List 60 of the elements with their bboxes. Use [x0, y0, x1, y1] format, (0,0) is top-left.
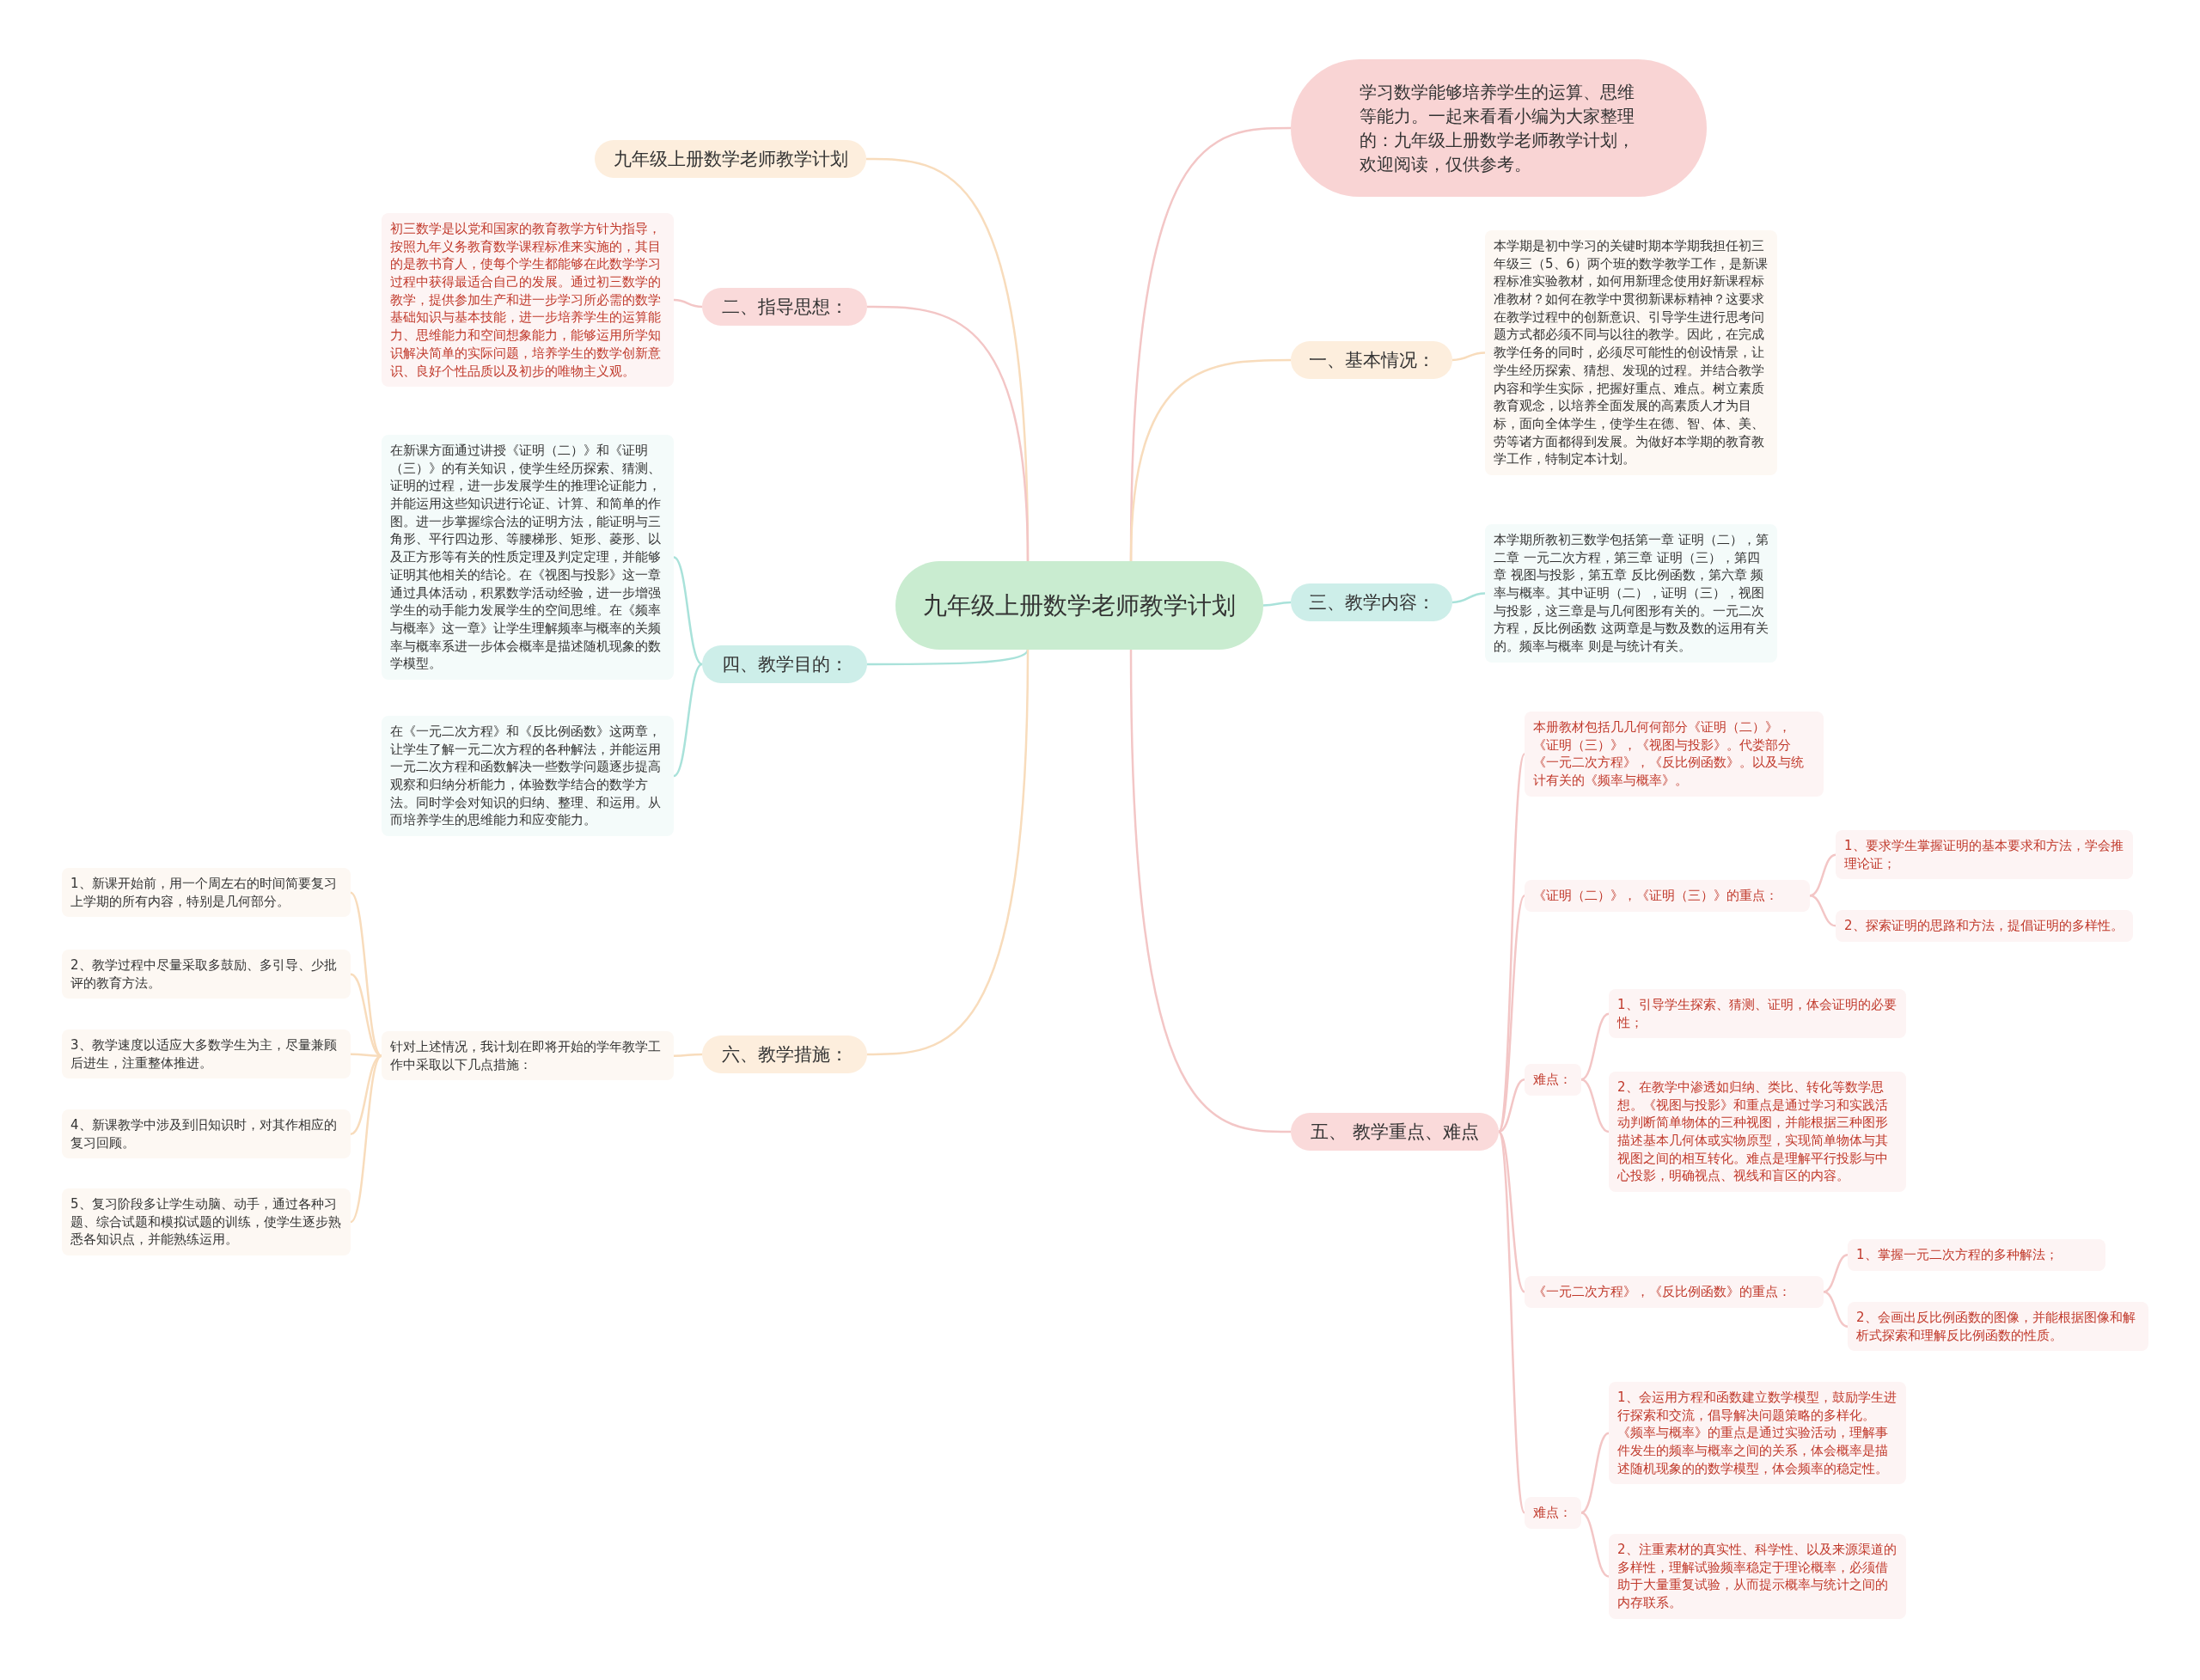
intro-bubble: 学习数学能够培养学生的运算、思维等能力。一起来看看小编为大家整理的：九年级上册数学老师教学计划，欢迎阅读，仅供参考。: [1291, 59, 1707, 197]
branch-topic: 九年级上册数学老师教学计划: [595, 140, 866, 178]
connector-line: [1129, 358, 1291, 562]
text-card: 2、教学过程中尽量采取多鼓励、多引导、少批评的教育方法。: [62, 950, 351, 999]
connector-line: [867, 649, 1030, 666]
text-card: 2、探索证明的思路和方法，提倡证明的多样性。: [1836, 910, 2133, 942]
connector-line: [867, 649, 1030, 1056]
connector-line: [1809, 895, 1836, 927]
text-card: 5、复习阶段多让学生动脑、动手，通过各种习题、综合试题和模拟试题的训练，使学生逐步熟悉各知识点，并能熟练运用。: [62, 1188, 351, 1256]
branch-topic: 三、教学内容：: [1291, 583, 1452, 621]
text-card: 4、新课教学中涉及到旧知识时，对其作相应的复习回顾。: [62, 1109, 351, 1159]
text-card: 在新课方面通过讲授《证明（二）》和《证明（三）》的有关知识，使学生经历探索、猜测、证明的过程，进一步发展学生的推理论证能力，并能运用这些知识进行论证、计算、和简单的作图。进一步掌握综合法的证明方法，能证明与三角形、平行四边形、等腰梯形、矩形、菱形、以及正方形等有关的性质定理及判定定理，并能够证明其他相关的结论。在《视图与投影》这一章通过具体活动，积累数学活动经验，进一步增强学生的动手能力发展学生的空间思维。在《频率与概率》这一章》让学生理解频率与概率的关频率与概率系进一步体会概率是描述随机现象的数学模型。: [382, 435, 674, 680]
connector-line: [1580, 1012, 1610, 1081]
branch-topic: 六、教学措施：: [702, 1035, 867, 1073]
text-card: 针对上述情况，我计划在即将开始的学年教学工作中采取以下几点措施：: [382, 1031, 674, 1081]
text-card: 1、要求学生掌握证明的基本要求和方法，学会推理论证；: [1836, 830, 2133, 880]
connector-line: [351, 1053, 382, 1057]
text-card: 难点：: [1525, 1064, 1581, 1096]
text-card: 《一元二次方程》，《反比例函数》的重点：: [1525, 1276, 1824, 1308]
connector-line: [1129, 650, 1291, 1133]
text-card: 1、会运用方程和函数建立数学模型，鼓励学生进行探索和交流，倡导解决问题策略的多样化。《频率与概率》的重点是通过实验活动，理解事件发生的频率与概率之间的关系，体会概率是描述随机现象的的数学模型，体会频率的稳定性。: [1609, 1382, 1906, 1485]
connector-line: [674, 1053, 702, 1057]
connector-line: [673, 556, 703, 666]
connector-line: [1580, 1512, 1610, 1578]
connector-line: [673, 663, 703, 778]
text-card: 2、会画出反比例函数的图像，并能根据图像和解析式探索和理解反比例函数的性质。: [1848, 1302, 2148, 1352]
connector-line: [1498, 1078, 1525, 1133]
connector-line: [1451, 351, 1486, 362]
connector-line: [1580, 1432, 1610, 1514]
branch-topic: 一、基本情况：: [1291, 341, 1452, 379]
connector-line: [350, 1054, 382, 1223]
connector-line: [1580, 1078, 1610, 1133]
text-card: 2、注重素材的真实性、科学性、以及来源渠道的多样性，理解试验频率稳定于理论概率，必须借助于大量重复试验，从而提示概率与统计之间的内存联系。: [1609, 1534, 1906, 1619]
branch-topic: 四、教学目的：: [702, 645, 867, 683]
branch-topic: 五、 教学重点、难点: [1291, 1113, 1499, 1151]
connector-line: [350, 1054, 382, 1135]
text-card: 1、掌握一元二次方程的多种解法；: [1848, 1239, 2105, 1271]
text-card: 《证明（二）》，《证明（三）》的重点：: [1525, 880, 1810, 912]
text-card: 本册教材包括几几何何部分《证明（二）》，《证明（三）》，《视图与投影》。代娄部分《一元二次方程》，《反比例函数》。以及与统计有关的《频率与概率》。: [1525, 712, 1824, 797]
connector-line: [673, 298, 703, 309]
connector-line: [1451, 592, 1486, 604]
connector-line: [350, 891, 382, 1057]
branch-topic: 二、指导思想：: [702, 288, 867, 326]
text-card: 本学期是初中学习的关键时期本学期我担任初三年级三（5、6）两个班的数学教学工作，是新课程标准实验教材，如何用新理念使用好新课程标准教材？如何在教学中贯彻新课标精神？这要求在教学过程中的创新意识、引导学生进行思考问题方式都必须不同与以往的教学。因此，在完成教学任务的同时，必须尽可能性的创设情景，让学生经历探索、猜想、发现的过程。并结合教学内容和学生实际，把握好重点、难点。树立素质教育观念，以培养全面发展的高素质人才为目标，面向全体学生，使学生在德、智、体、美、劳等诸方面都得到发展。为做好本学期的教育教学工作，特制定本计划。: [1485, 230, 1777, 475]
connector-line: [1823, 1291, 1849, 1328]
text-card: 1、引导学生探索、猜测、证明，体会证明的必要性；: [1609, 989, 1906, 1039]
text-card: 本学期所教初三数学包括第一章 证明（二），第二章 一元二次方程，第三章 证明（三），第四章 视图与投影，第五章 反比例函数，第六章 频率与概率。其中证明（二），证明（三），视图与投影，这三章是与几何图形有关的。一元二次方程，反比例函数 这两章是与数及数的运用有关的。频率与概率 则是与统计有关。: [1485, 524, 1777, 663]
connector-line: [1262, 601, 1292, 607]
text-card: 初三数学是以党和国家的教育教学方针为指导，按照九年义务教育数学课程标准来实施的，其目的是教书育人，使每个学生都能够在此数学学习过程中获得最适合自己的发展。通过初三数学的教学，提供参加生产和进一步学习所必需的数学基础知识与基本技能，进一步培养学生的运算能力、思维能力和空间想象能力，能够运用所学知识解决简单的实际问题，培养学生的数学创新意识、良好个性品质以及初步的唯物主义观。: [382, 213, 674, 388]
text-card: 2、在教学中渗透如归纳、类比、转化等数学思想。《视图与投影》和重点是通过学习和实践活动判断简单物体的三种视图，并能根据三种图形描述基本几何体或实物原型，实现简单物体与其视图之间的相互转化。难点是理解平行投影与中心投影，明确视点、视线和盲区的内容。: [1609, 1072, 1906, 1193]
connector-line: [1823, 1254, 1849, 1293]
central-topic: 九年级上册数学老师教学计划: [895, 561, 1263, 650]
text-card: 3、教学速度以适应大多数学生为主，尽量兼顾后进生，注重整体推进。: [62, 1029, 351, 1079]
text-card: 难点：: [1525, 1497, 1581, 1529]
connector-line: [1809, 853, 1836, 897]
connector-line: [1497, 1131, 1526, 1513]
text-card: 在《一元二次方程》和《反比例函数》这两章，让学生了解一元二次方程的各种解法，并能运用一元二次方程和函数解决一些数学问题逐步提高观察和归纳分析能力，体验数学结合的数学方法。同时学会对知识的归纳、整理、和运用。从而培养学生的思维能力和应变能力。: [382, 716, 674, 837]
connector-line: [867, 305, 1030, 562]
text-card: 1、新课开始前，用一个周左右的时间简要复习上学期的所有内容，特别是几何部分。: [62, 868, 351, 918]
connector-line: [1498, 1131, 1525, 1293]
